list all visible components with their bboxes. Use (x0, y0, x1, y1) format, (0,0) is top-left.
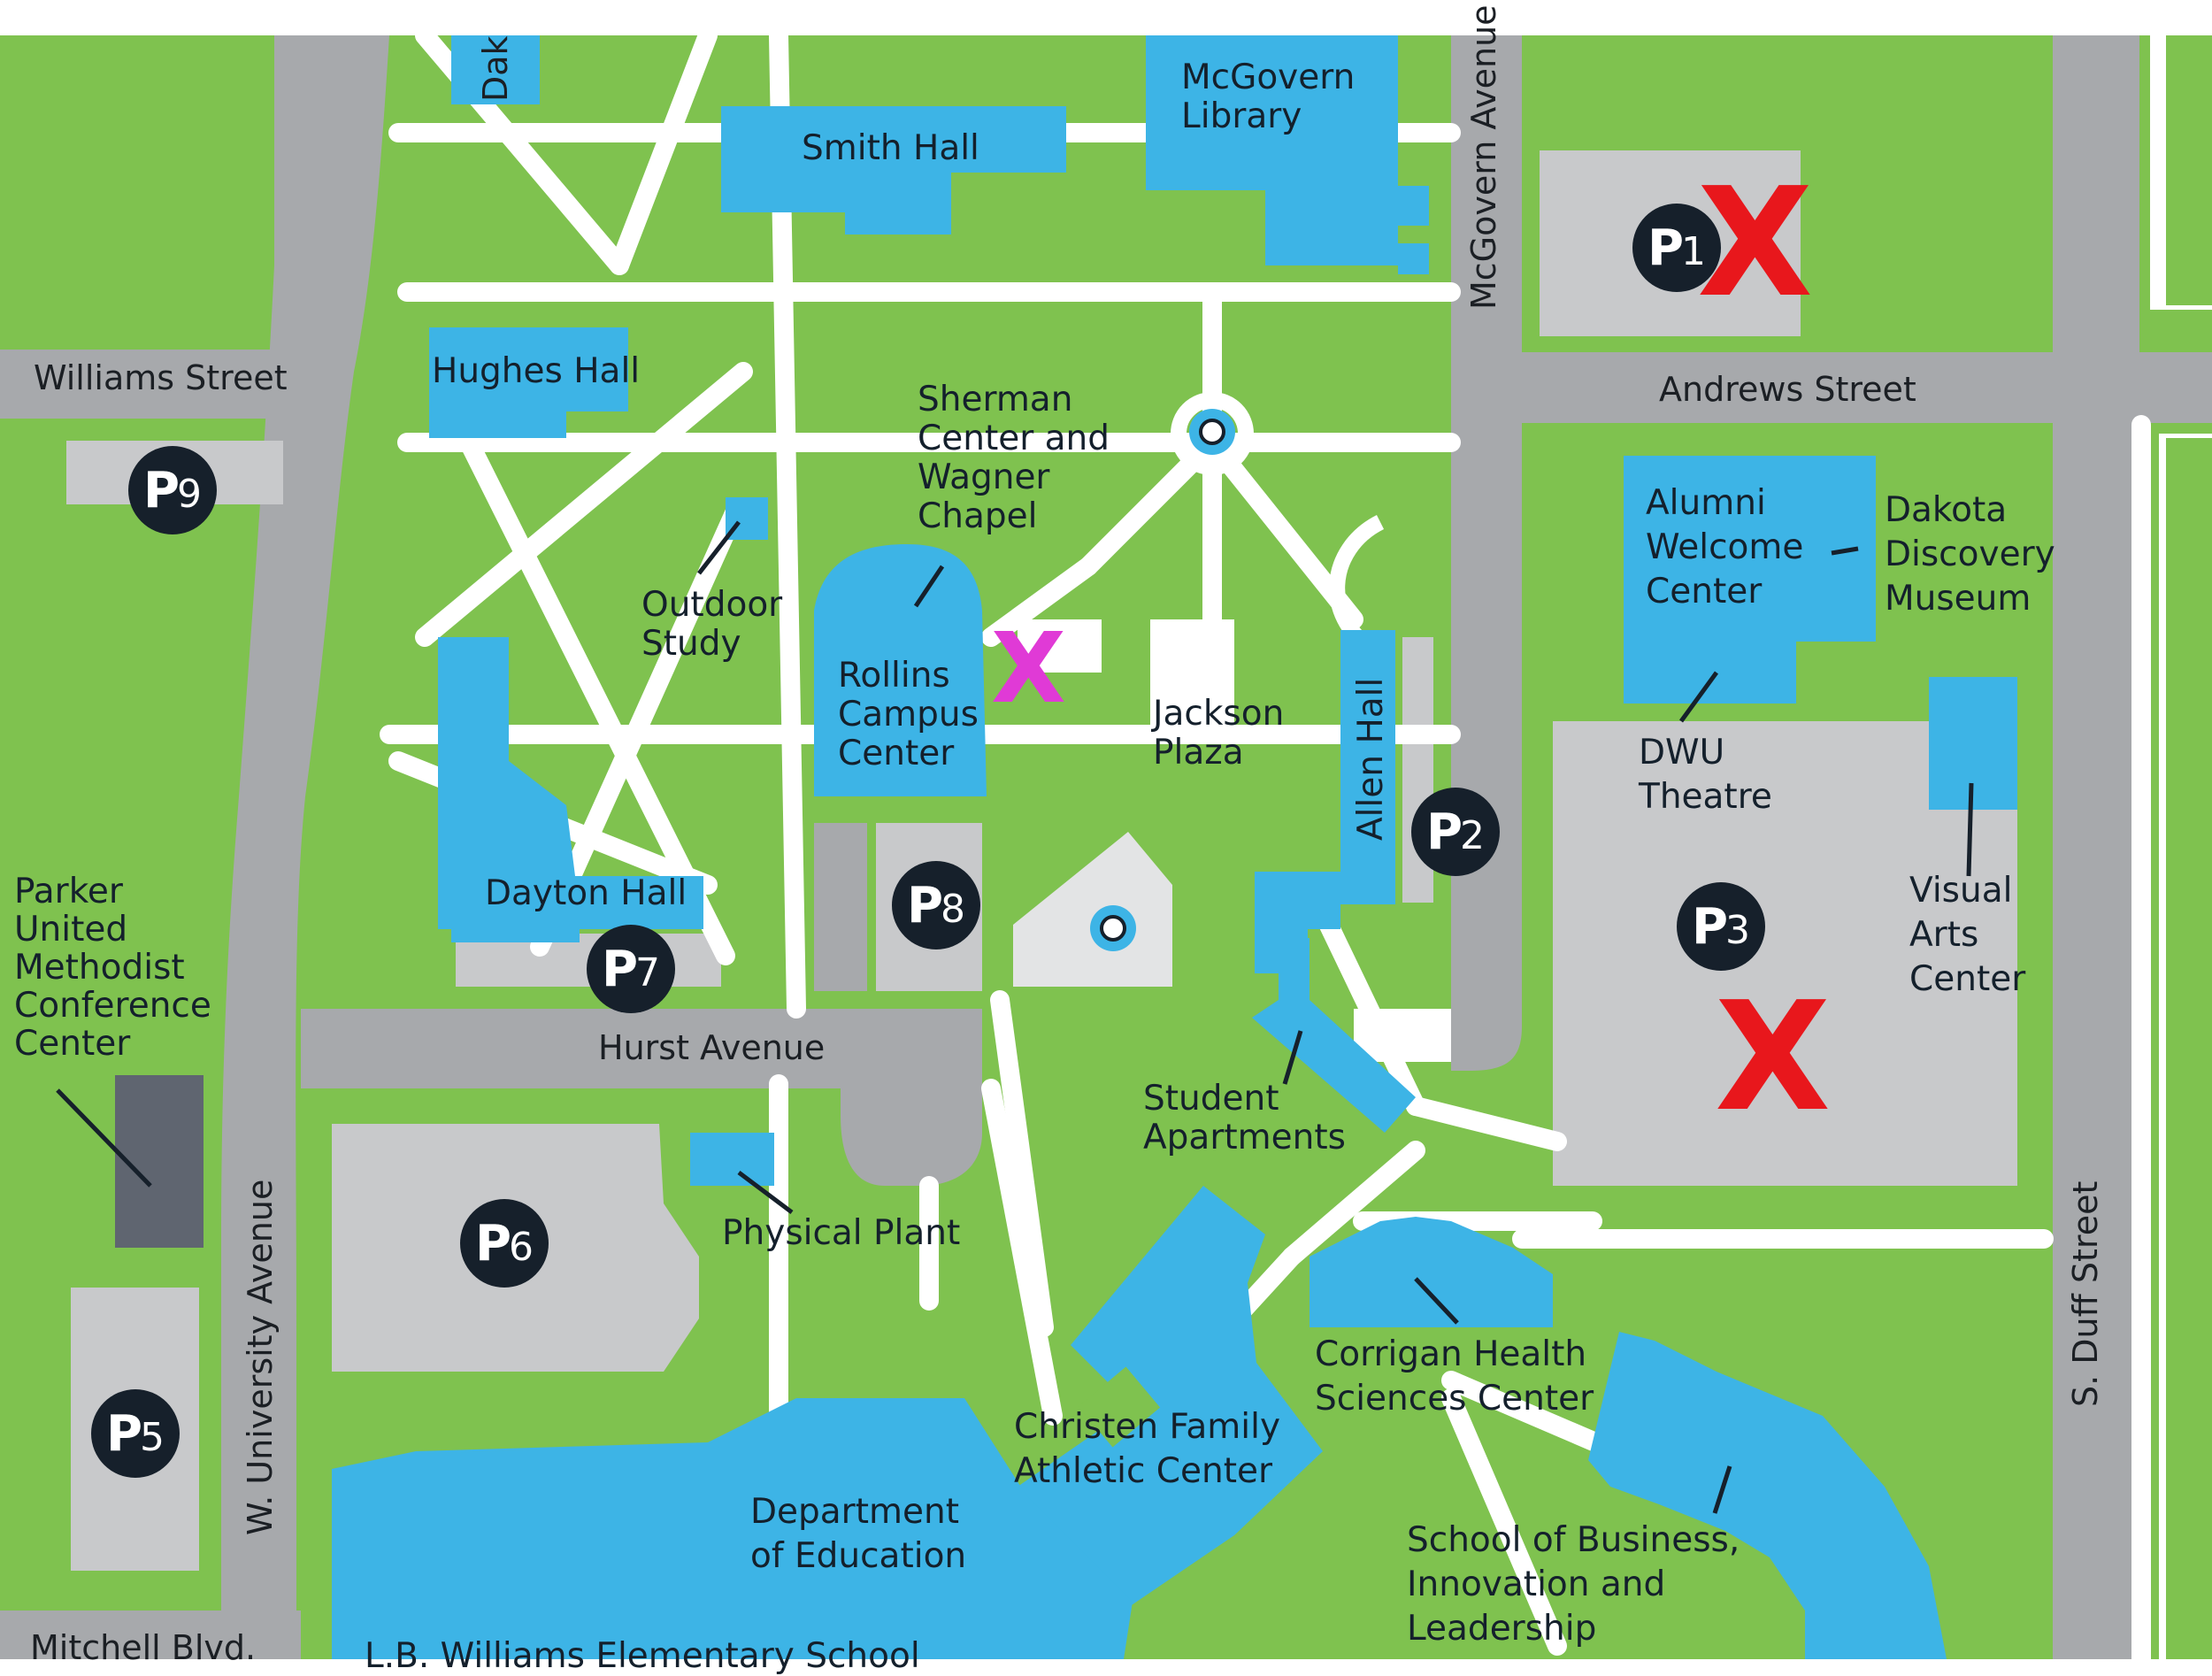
label-jackson-plaza: Jackson Plaza (1153, 694, 1285, 773)
label-alumni-welcome-center: Alumni Welcome Center (1646, 483, 1804, 611)
label-lb-williams-school: L.B. Williams Elementary School (365, 1636, 920, 1676)
street-label-s-duff: S. Duff Street (2066, 1180, 2105, 1407)
label-hughes-hall: Hughes Hall (432, 351, 641, 391)
circle-stop-icon-plaza[interactable] (1090, 905, 1136, 951)
buildings (332, 35, 2017, 1659)
street-label-mitchell: Mitchell Blvd. (30, 1628, 257, 1667)
street-label-dakota-partial: Dak (476, 35, 515, 102)
street-label-w-university: W. University Avenue (241, 1179, 280, 1535)
label-physical-plant: Physical Plant (722, 1213, 961, 1253)
label-parker-center: Parker United Methodist Conference Cente… (14, 872, 211, 1064)
label-dakota-discovery-museum: Dakota Discovery Museum (1885, 490, 2055, 619)
closed-x-icon-p1: X (1697, 156, 1814, 331)
label-department-of-education: Department of Education (750, 1492, 967, 1576)
label-sherman-center: Sherman Center and Wagner Chapel (918, 380, 1110, 536)
circle-stop-icon-north[interactable] (1189, 409, 1235, 455)
label-dwu-theatre: DWU Theatre (1639, 733, 1772, 817)
label-student-apartments: Student Apartments (1143, 1079, 1346, 1157)
roads (0, 35, 2212, 1659)
label-rollins-campus-center: Rollins Campus Center (838, 656, 979, 773)
label-outdoor-study: Outdoor Study (641, 585, 783, 664)
label-allen-hall: Allen Hall (1351, 677, 1391, 841)
label-smith-hall: Smith Hall (802, 128, 979, 168)
street-label-hurst: Hurst Avenue (598, 1028, 826, 1067)
leader-lines (56, 520, 1974, 1514)
label-mcgovern-library: McGovern Library (1181, 58, 1356, 136)
street-label-williams: Williams Street (34, 358, 288, 397)
label-school-of-business: School of Business, Innovation and Leade… (1407, 1520, 1740, 1649)
highlight-x-icon: X (991, 611, 1066, 725)
street-label-andrews: Andrews Street (1659, 370, 1916, 409)
label-corrigan-health-sciences: Corrigan Health Sciences Center (1315, 1334, 1594, 1418)
closed-x-icon-p3: X (1715, 970, 1832, 1145)
street-label-mcgovern-avenue: McGovern Avenue (1464, 4, 1503, 310)
label-christen-athletic-center: Christen Family Athletic Center (1014, 1407, 1281, 1491)
label-dayton-hall: Dayton Hall (485, 873, 687, 913)
label-visual-arts-center: Visual Arts Center (1909, 871, 2026, 999)
